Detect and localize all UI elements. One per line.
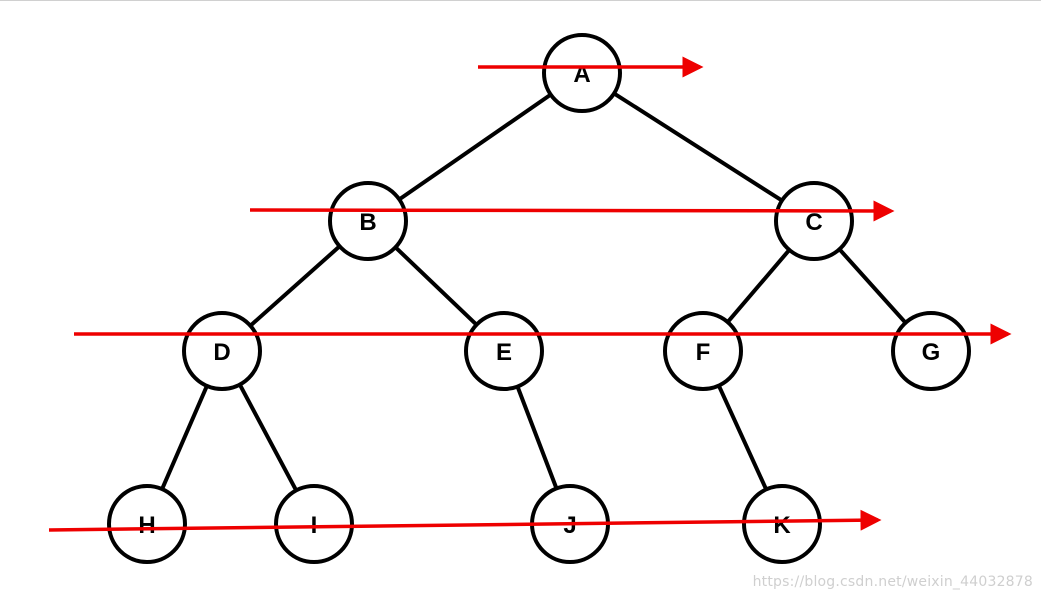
node-label: A: [573, 61, 590, 88]
node-circle: [742, 484, 822, 564]
edges-layer: [160, 91, 908, 493]
node-label: J: [563, 512, 576, 539]
tree-node-k: K: [742, 484, 822, 564]
edge-B-D: [248, 244, 342, 328]
top-border: [0, 0, 1041, 1]
node-circle: [542, 33, 622, 113]
node-circle: [182, 311, 262, 391]
node-circle: [328, 181, 408, 261]
level-traversal-arrows: [48, 56, 1012, 532]
watermark-text: https://blog.csdn.net/weixin_44032878: [752, 574, 1033, 590]
edge-E-J: [515, 384, 559, 491]
level-2-arrow: [249, 200, 895, 222]
edge-F-K: [716, 383, 769, 492]
tree-node-b: B: [328, 181, 408, 261]
level-4-arrow: [48, 509, 882, 532]
edge-D-I: [237, 382, 299, 493]
tree-node-a: A: [542, 33, 622, 113]
edge-C-F: [725, 247, 792, 325]
node-circle: [107, 484, 187, 564]
node-label: B: [359, 209, 376, 236]
node-label: D: [213, 339, 230, 366]
node-circle: [274, 484, 354, 564]
tree-node-e: E: [464, 311, 544, 391]
tree-node-c: C: [774, 181, 854, 261]
tree-node-g: G: [891, 311, 971, 391]
tree-node-i: I: [274, 484, 354, 564]
edge-B-E: [393, 245, 479, 327]
nodes-layer: A B C D E F G H I J K: [107, 33, 971, 564]
tree-node-h: H: [107, 484, 187, 564]
node-label: E: [496, 339, 512, 366]
node-label: H: [138, 512, 155, 539]
node-circle: [663, 311, 743, 391]
node-label: K: [773, 512, 791, 539]
tree-node-d: D: [182, 311, 262, 391]
edge-A-B: [397, 92, 553, 202]
node-circle: [774, 181, 854, 261]
edge-C-G: [837, 247, 908, 325]
edge-D-H: [160, 383, 209, 492]
node-circle: [891, 311, 971, 391]
tree-node-f: F: [663, 311, 743, 391]
node-label: F: [696, 339, 711, 366]
node-circle: [464, 311, 544, 391]
node-label: C: [805, 209, 822, 236]
node-label: G: [922, 339, 941, 366]
edge-A-C: [612, 91, 784, 203]
